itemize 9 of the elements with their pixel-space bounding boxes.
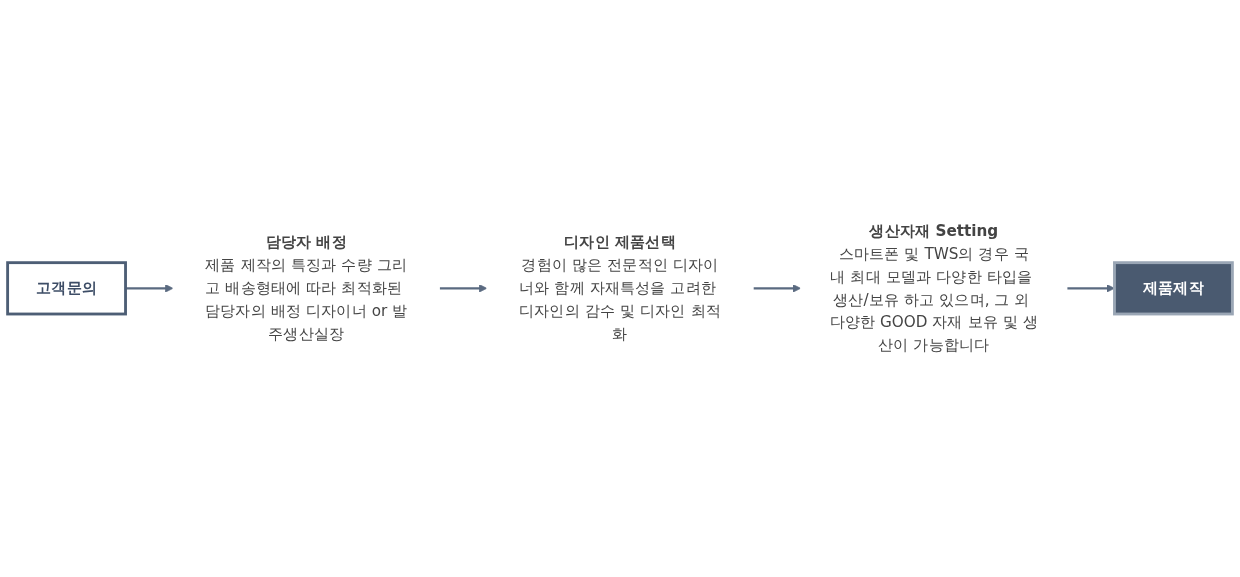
arrow <box>1066 284 1115 293</box>
node-box: 제품제작 <box>1113 261 1234 316</box>
node-text: 담당자 배정 제품 제작의 특징과 수량 그리고 배송형태에 따라 최적화된 담당자의 배정 디자이너 or 발주생산실장 <box>205 233 408 343</box>
node-text: 디자인 제품선택 경험이 많은 전문적인 디자이너와 함께 자재특성을 고려한 디자인의 감수 및 디자인 최적화 <box>519 233 721 343</box>
node-box: 고객문의 <box>6 261 127 316</box>
arrow <box>125 284 174 293</box>
arrow <box>439 284 488 293</box>
node-text: 생산자재 Setting 스마트폰 및 TWS의 경우 국내 최대 모델과 다양한 타입을 생산/보유 하고 있으며, 그 외 다양한 GOOD 자재 보유 및 생산이 가능합니다 <box>829 221 1039 355</box>
arrow <box>753 284 802 293</box>
